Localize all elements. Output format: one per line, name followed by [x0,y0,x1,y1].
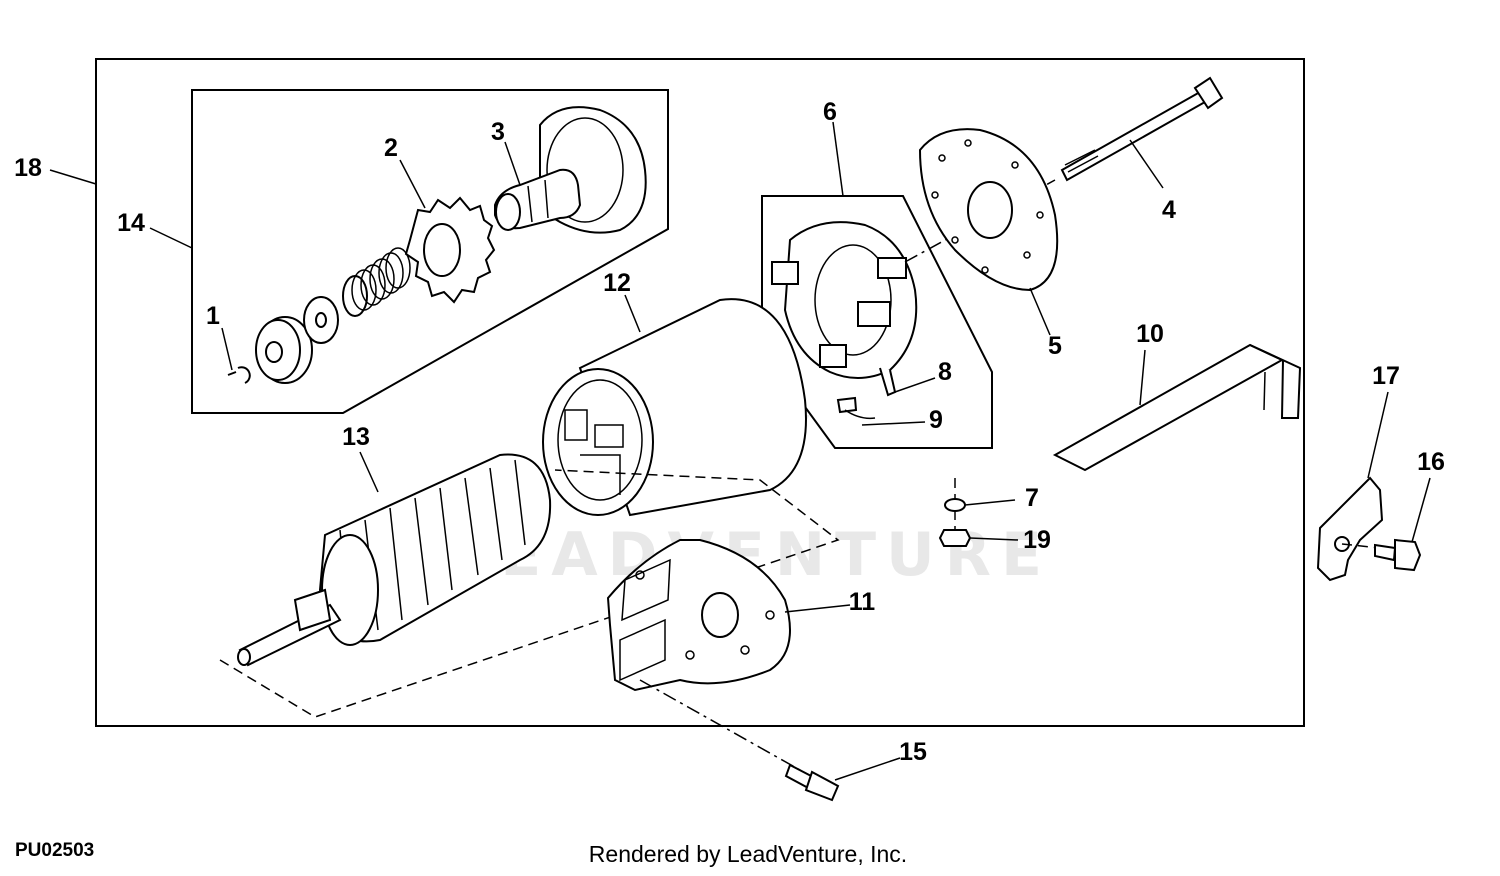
collar-part [255,316,313,384]
callout-8: 8 [938,358,952,386]
clip-part [1316,476,1384,582]
callout-11: 11 [849,588,876,616]
callout-16: 16 [1417,448,1445,476]
callout-5: 5 [1048,332,1062,360]
callout-13: 13 [342,423,370,451]
callout-19: 19 [1023,526,1051,554]
hex-nut-part [938,529,972,547]
leader-lines [49,121,1431,781]
callout-18: 18 [14,154,42,182]
callout-1: 1 [206,302,220,330]
callout-14: 14 [117,209,145,237]
callout-12: 12 [603,269,631,297]
armature-dash-outline [219,469,840,718]
diagram-code: PU02503 [15,840,94,861]
clip-axis-line [1341,543,1381,549]
through-bolt-part [1060,76,1224,182]
drive-assembly-box [191,89,669,414]
drive-end-housing-part [494,106,647,234]
callout-6: 6 [823,98,837,126]
credit-text: Rendered by LeadVenture, Inc. [589,841,907,867]
pinion-gear-part [404,196,496,304]
cap-screw-part [1374,538,1422,572]
callout-9: 9 [929,406,943,434]
mounting-plate-part [606,539,791,692]
spring-part [342,247,411,317]
mount-screw-axis-line [639,679,801,771]
callout-17: 17 [1372,362,1400,390]
callout-3: 3 [491,118,505,146]
retaining-ring-part [227,366,251,384]
callout-labels: 1 2 3 4 5 6 7 8 9 10 11 12 13 14 15 16 1… [14,98,1445,766]
callout-15: 15 [899,738,927,766]
field-housing-part [542,298,807,517]
screw-part [784,763,840,802]
brush-holder-part [771,221,918,420]
callout-2: 2 [384,134,398,162]
bracket-part [1052,343,1302,472]
lock-washer-part [944,498,966,512]
armature-part [237,453,552,667]
washer-part [303,296,339,344]
callout-4: 4 [1162,196,1176,224]
end-plate-part [918,128,1059,292]
callout-10: 10 [1136,320,1164,348]
callout-7: 7 [1025,484,1039,512]
assembly-frame [95,58,1305,727]
